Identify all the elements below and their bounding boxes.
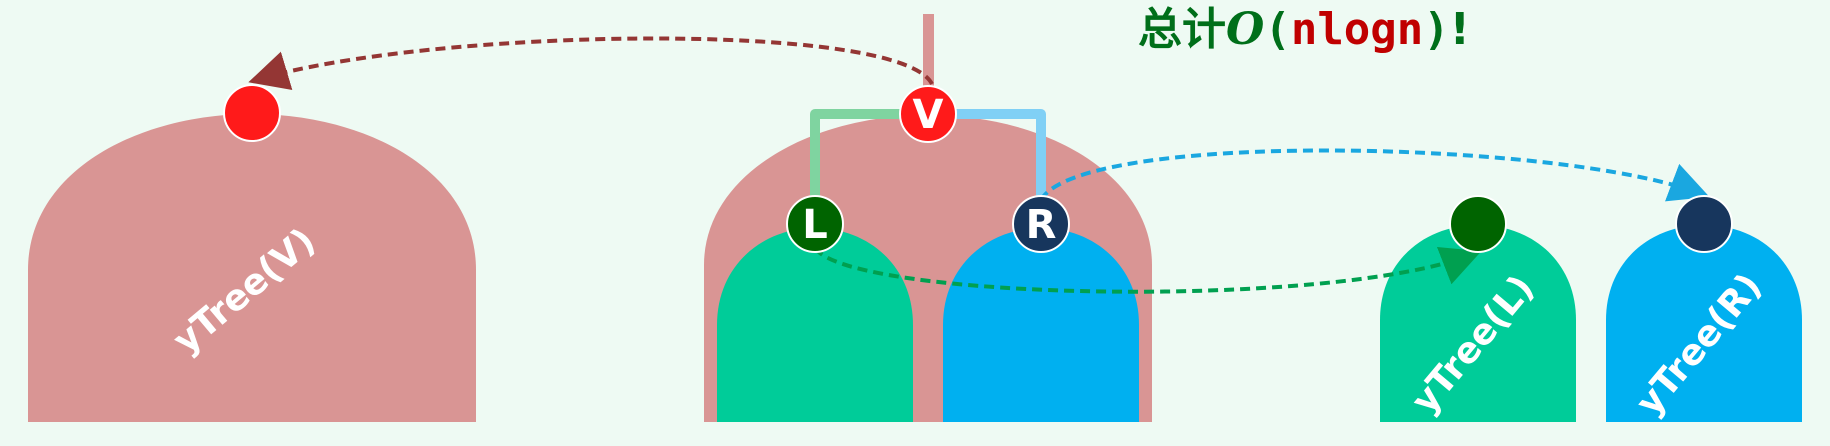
node-l-label: L: [802, 202, 828, 248]
tree-stem: [923, 14, 934, 114]
title-close-paren: ): [1423, 4, 1450, 55]
ytree-v-root-node: [223, 84, 281, 142]
ytree-r-shape: [1606, 225, 1802, 422]
arrow-l-to-ytree-l: [813, 246, 1482, 294]
arrow-r-to-ytree-r: [1039, 148, 1710, 202]
ytree-r-root-node: [1675, 195, 1733, 253]
arrow-v-to-ytree-v: [248, 36, 934, 91]
node-v-label: V: [913, 92, 944, 138]
node-r-label: R: [1026, 202, 1057, 248]
node-l: [786, 195, 844, 253]
ytree-l-shape: [1380, 225, 1576, 422]
left-subtree-shape: [717, 228, 913, 422]
edge-v-to-r: [928, 109, 1046, 222]
title-big-o: O: [1226, 4, 1264, 55]
node-v: [899, 85, 957, 143]
title-open-paren: (: [1264, 4, 1291, 55]
complexity-title: 总计O(nlogn)!: [1138, 4, 1470, 55]
ytree-v-shape: [28, 114, 476, 422]
title-exclaim: !: [1450, 4, 1470, 55]
edge-v-to-l: [810, 109, 928, 222]
right-subtree-shape: [943, 228, 1139, 422]
ytree-l-root-node: [1449, 195, 1507, 253]
title-prefix: 总计: [1138, 4, 1226, 55]
title-expression: nlogn: [1291, 4, 1423, 55]
node-r: [1012, 195, 1070, 253]
